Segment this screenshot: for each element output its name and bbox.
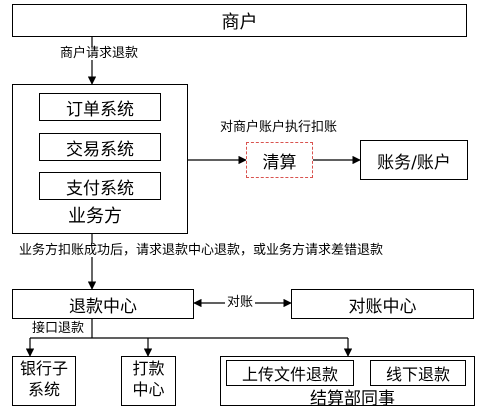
- trade-system-label: 交易系统: [66, 139, 134, 160]
- clearing-node: 清算: [246, 142, 313, 178]
- upload-refund-node: 上传文件退款: [226, 360, 354, 386]
- merchant-node: 商户: [12, 4, 467, 37]
- order-system-node: 订单系统: [39, 93, 161, 121]
- label-merchant-request: 商户请求退款: [59, 46, 140, 61]
- label-after-debit: 业务方扣账成功后，请求退款中心退款，或业务方请求差错退款: [18, 243, 385, 258]
- bank-sub-label: 银行子系统: [19, 359, 68, 399]
- refund-center-label: 退款中心: [69, 296, 137, 317]
- label-interface-refund: 接口退款: [31, 321, 86, 336]
- merchant-label: 商户: [221, 11, 258, 33]
- business-label: 业务方: [68, 206, 122, 227]
- label-execute-debit: 对商户账户执行扣账: [220, 120, 338, 135]
- account-label: 账务/账户: [377, 152, 451, 173]
- clearing-label: 清算: [262, 152, 297, 173]
- order-system-label: 订单系统: [66, 99, 134, 120]
- pay-system-node: 支付系统: [39, 172, 161, 200]
- reconcile-center-node: 对账中心: [291, 289, 474, 319]
- bank-sub-node: 银行子系统: [12, 356, 76, 406]
- label-reconcile: 对账: [225, 295, 256, 310]
- payout-center-label: 打款中心: [132, 359, 165, 399]
- account-node: 账务/账户: [360, 140, 468, 180]
- reconcile-center-label: 对账中心: [348, 296, 417, 317]
- offline-refund-node: 线下退款: [370, 360, 466, 386]
- trade-system-node: 交易系统: [39, 133, 161, 161]
- upload-refund-label: 上传文件退款: [241, 365, 338, 384]
- pay-system-label: 支付系统: [66, 178, 134, 199]
- offline-refund-label: 线下退款: [385, 365, 450, 384]
- refund-center-node: 退款中心: [12, 289, 194, 319]
- payout-center-node: 打款中心: [121, 356, 176, 406]
